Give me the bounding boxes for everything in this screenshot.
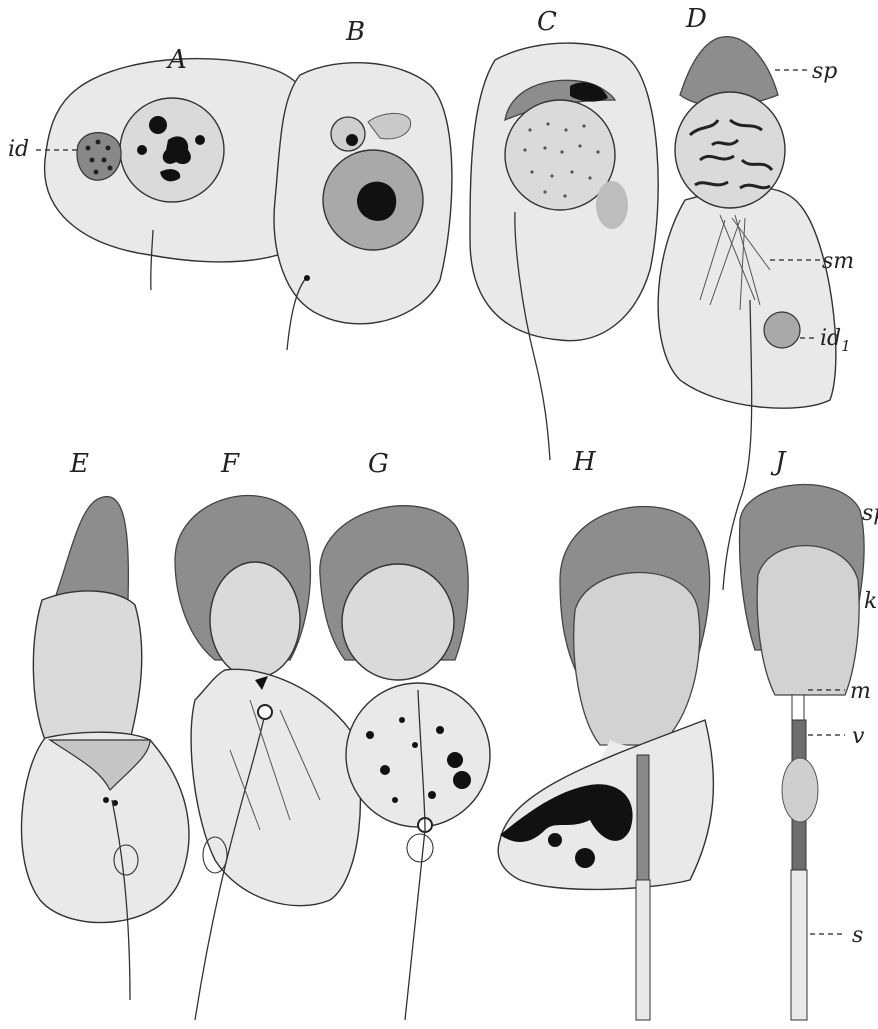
label-id1: id1	[820, 326, 851, 355]
panel-letter-h: H	[572, 447, 597, 477]
panel-letter-j: J	[770, 447, 787, 477]
panel-letter-c: C	[537, 7, 557, 37]
label-s: s	[852, 923, 863, 948]
label-id1-main: id	[820, 326, 841, 351]
panel-letter-b: B	[345, 17, 365, 47]
panel-letter-d: D	[685, 4, 707, 34]
cell-b	[274, 63, 452, 350]
panel-letter-e: E	[69, 449, 89, 479]
label-k: k	[864, 589, 877, 614]
panel-letter-g: G	[368, 449, 389, 479]
panel-letter-f: F	[220, 449, 240, 479]
label-sp: sp	[812, 59, 837, 84]
panel-letter-a: A	[166, 45, 187, 75]
cell-j	[740, 485, 865, 1020]
label-id1-sub: 1	[841, 337, 851, 355]
label-id: id	[8, 137, 29, 162]
label-v: v	[852, 724, 865, 749]
idiozome-d	[764, 312, 800, 348]
label-sm: sm	[822, 249, 854, 274]
idiozome-a	[77, 133, 121, 181]
cell-e	[21, 497, 188, 1000]
cell-c	[470, 43, 658, 460]
label-m: m	[850, 679, 871, 704]
label-sp-edge: sp	[862, 501, 878, 526]
cell-h	[498, 507, 713, 1021]
